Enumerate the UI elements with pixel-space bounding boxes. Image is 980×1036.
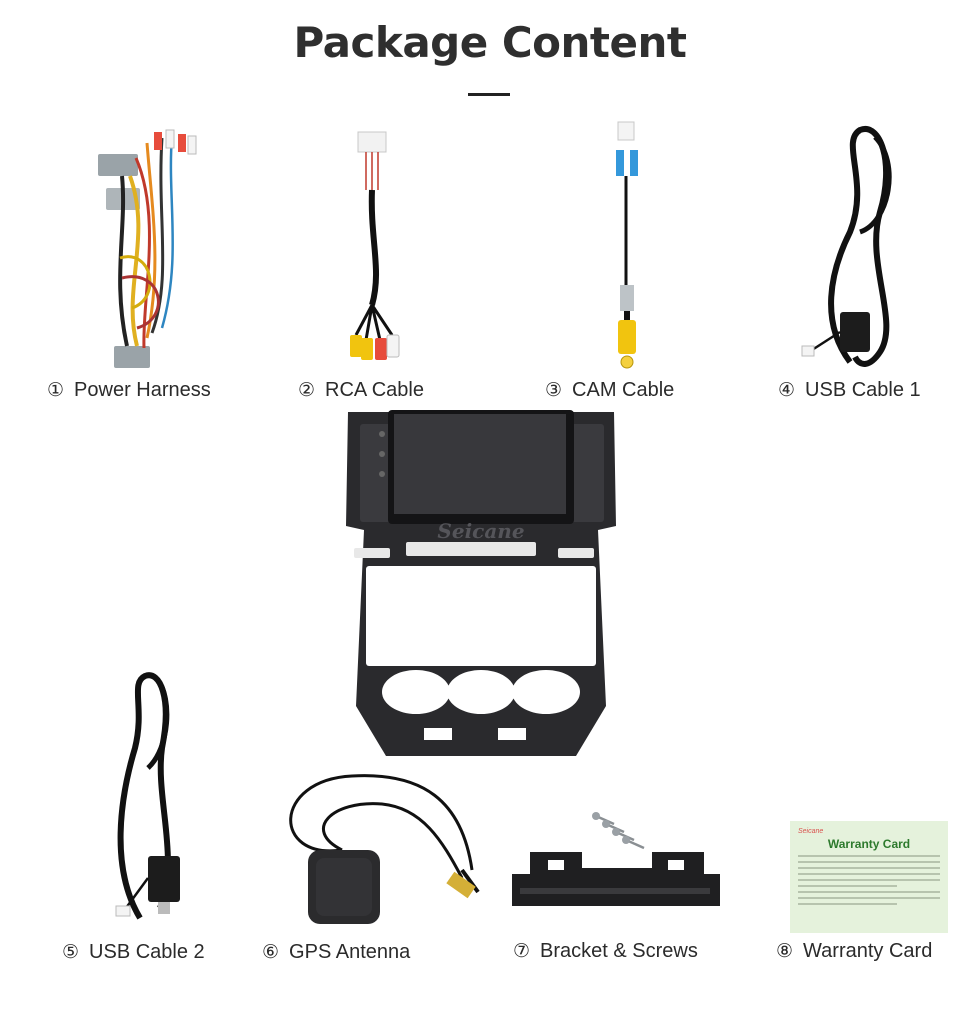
bracket-image [512, 848, 722, 908]
screw-icon [592, 812, 645, 850]
rca-cable-icon [350, 131, 400, 360]
gps-antenna-image [272, 770, 492, 940]
warranty-card-brand: Seicane [798, 828, 824, 835]
title-underline [468, 93, 510, 96]
warranty-card-title: Warranty Card [827, 837, 911, 851]
warranty-card-image: Seicane Warranty Card [790, 821, 948, 933]
head-unit-brand: Seicane [437, 519, 524, 543]
power-harness-image [92, 128, 202, 378]
page-title: Package Content [293, 18, 687, 67]
usb-cable-1-image [800, 122, 915, 372]
rca-cable-image [342, 130, 412, 375]
gps-antenna-icon [289, 774, 480, 924]
screws-image [592, 810, 652, 854]
usb-cable-2-image [100, 668, 190, 936]
head-unit-image: Seicane [336, 406, 626, 762]
camera-cable-icon [616, 121, 638, 369]
bracket-icon [512, 852, 720, 906]
usb-cable-icon [801, 126, 892, 367]
wiring-harness-icon [98, 129, 197, 368]
usb-cable-icon [115, 672, 180, 920]
head-unit-frame: Seicane [346, 410, 616, 756]
cam-cable-image [600, 120, 650, 375]
